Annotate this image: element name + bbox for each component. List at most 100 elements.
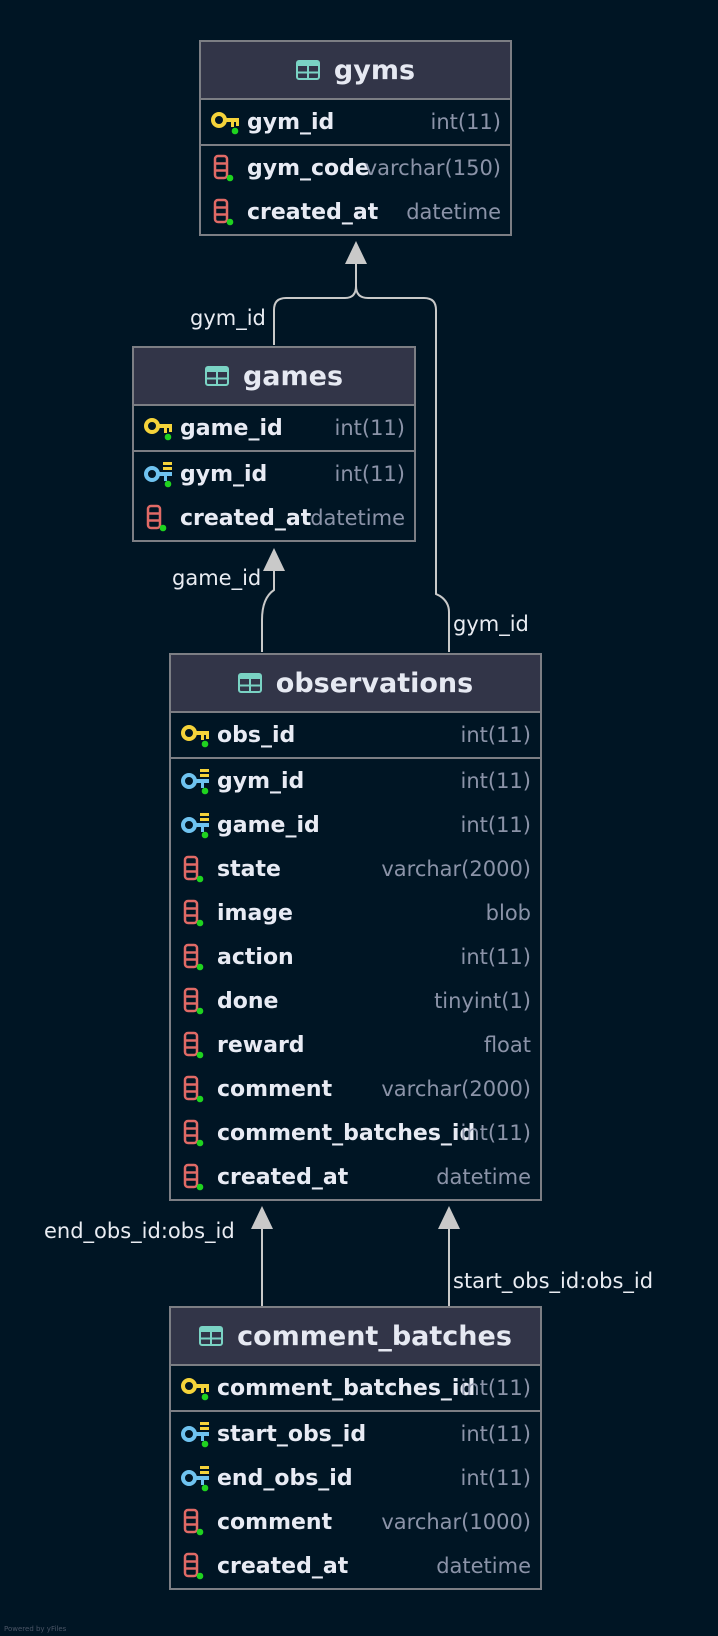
field-name: action xyxy=(217,944,294,970)
fields-section: gym_id int(11) game_id int(11) state varchar(… xyxy=(171,759,540,1199)
field-type: int(11) xyxy=(460,769,532,793)
edge-observations-to-gyms xyxy=(355,285,450,652)
field-type: datetime xyxy=(310,506,405,530)
field-row[interactable]: gym_id int(11) xyxy=(134,452,414,496)
column-icon xyxy=(211,154,241,182)
field-row[interactable]: action int(11) xyxy=(171,935,540,979)
field-row[interactable]: done tinyint(1) xyxy=(171,979,540,1023)
field-name: created_at xyxy=(217,1164,349,1190)
field-type: int(11) xyxy=(460,1466,532,1490)
table-header[interactable]: comment_batches xyxy=(171,1308,540,1366)
table-name: gyms xyxy=(333,54,416,86)
field-name: done xyxy=(217,988,279,1014)
field-type: int(11) xyxy=(334,462,406,486)
field-row[interactable]: game_id int(11) xyxy=(171,803,540,847)
table-name: comment_batches xyxy=(237,1320,512,1352)
field-name: game_id xyxy=(217,812,320,838)
table-icon xyxy=(237,673,262,693)
foreign-key-icon xyxy=(181,1420,211,1448)
foreign-key-icon xyxy=(181,767,211,795)
field-name: reward xyxy=(217,1032,305,1058)
table-header[interactable]: gyms xyxy=(201,42,510,100)
field-row[interactable]: created_at datetime xyxy=(171,1155,540,1199)
table-header[interactable]: observations xyxy=(171,655,540,713)
field-type: int(11) xyxy=(460,1422,532,1446)
column-icon xyxy=(181,1508,211,1536)
edge-games-to-gyms xyxy=(273,262,357,345)
relation-label-obs-games: game_id xyxy=(172,566,262,590)
arrowhead-games xyxy=(263,548,285,571)
field-name: state xyxy=(217,856,281,882)
relation-label-start-obs: start_obs_id:obs_id xyxy=(453,1269,654,1293)
field-type: int(11) xyxy=(460,1376,532,1400)
column-icon xyxy=(181,987,211,1015)
edge-observations-to-games xyxy=(261,567,275,652)
field-type: datetime xyxy=(436,1165,531,1189)
field-type: blob xyxy=(485,901,531,925)
foreign-key-icon xyxy=(181,1464,211,1492)
field-name: gym_id xyxy=(180,461,268,487)
field-name: created_at xyxy=(217,1553,349,1579)
field-row[interactable]: state varchar(2000) xyxy=(171,847,540,891)
field-type: varchar(2000) xyxy=(381,1077,531,1101)
field-name: gym_id xyxy=(217,768,305,794)
column-icon xyxy=(181,1163,211,1191)
field-row[interactable]: image blob xyxy=(171,891,540,935)
column-icon xyxy=(181,1119,211,1147)
field-type: int(11) xyxy=(460,813,532,837)
relation-label-obs-gyms: gym_id xyxy=(453,612,529,636)
foreign-key-icon xyxy=(144,460,174,488)
field-type: varchar(2000) xyxy=(381,857,531,881)
primary-key-icon xyxy=(181,1374,211,1402)
footer-credit: Powered by yFiles xyxy=(4,1625,67,1633)
arrowhead-obs-end xyxy=(251,1206,273,1229)
field-row[interactable]: gym_id int(11) xyxy=(171,759,540,803)
field-type: int(11) xyxy=(460,1121,532,1145)
field-type: varchar(150) xyxy=(364,156,501,180)
field-name: comment_batches_id xyxy=(217,1375,476,1401)
field-type: tinyint(1) xyxy=(434,989,531,1013)
field-type: int(11) xyxy=(460,945,532,969)
relation-label-games-gyms: gym_id xyxy=(190,306,266,330)
column-icon xyxy=(181,1031,211,1059)
column-icon xyxy=(181,855,211,883)
arrowhead-gyms xyxy=(345,241,367,264)
table-header[interactable]: games xyxy=(134,348,414,406)
relation-label-end-obs: end_obs_id:obs_id xyxy=(44,1219,235,1243)
field-type: varchar(1000) xyxy=(381,1510,531,1534)
primary-key-icon xyxy=(211,108,241,136)
column-icon xyxy=(181,943,211,971)
primary-key-icon xyxy=(144,414,174,442)
field-name: comment_batches_id xyxy=(217,1120,476,1146)
field-name: image xyxy=(217,900,293,926)
field-name: obs_id xyxy=(217,722,296,748)
field-type: int(11) xyxy=(430,110,502,134)
table-name: games xyxy=(242,360,344,392)
field-name: created_at xyxy=(247,199,379,225)
